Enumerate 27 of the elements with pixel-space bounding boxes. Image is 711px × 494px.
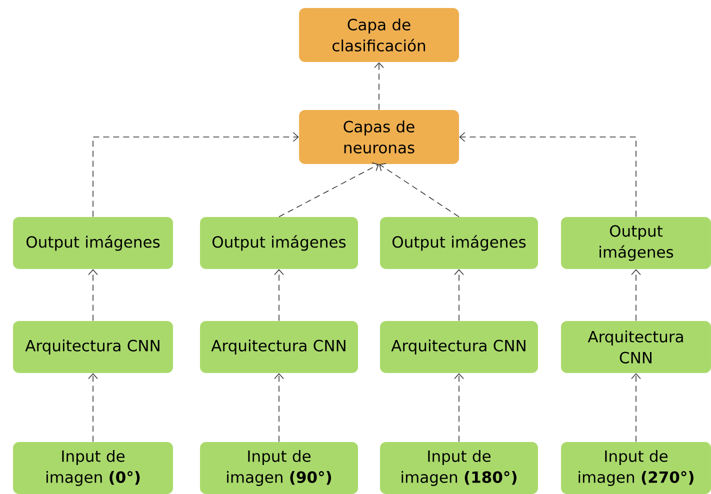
arrow <box>454 269 464 322</box>
arrow <box>631 373 641 442</box>
process-box: Output imágenes <box>13 216 173 269</box>
process-box: Arquitectura CNN <box>13 320 173 373</box>
arrow <box>454 373 464 442</box>
process-box: Input de imagen (90°) <box>200 442 358 494</box>
process-box: Output imágenes <box>561 216 711 269</box>
arrow <box>631 269 641 322</box>
arrow <box>459 132 636 218</box>
process-box: Input de imagen (0°) <box>13 442 173 494</box>
process-box: Output imágenes <box>380 216 538 269</box>
arrow <box>274 373 284 442</box>
process-box: Output imágenes <box>200 216 358 269</box>
layer-box: Capa de clasificación <box>299 8 459 62</box>
arrow <box>374 62 384 110</box>
arrow <box>92 132 299 218</box>
arrow <box>274 269 284 322</box>
process-box: Arquitectura CNN <box>200 320 358 373</box>
layer-box: Capas de neuronas <box>299 110 459 164</box>
arrow <box>88 269 98 322</box>
arrow <box>278 162 379 218</box>
process-box: Input de imagen (180°) <box>380 442 538 494</box>
process-box: Arquitectura CNN <box>380 320 538 373</box>
arrow <box>88 373 98 442</box>
process-box: Arquitectura CNN <box>561 320 711 373</box>
process-box: Input de imagen (270°) <box>561 442 711 494</box>
arrow <box>379 163 460 218</box>
